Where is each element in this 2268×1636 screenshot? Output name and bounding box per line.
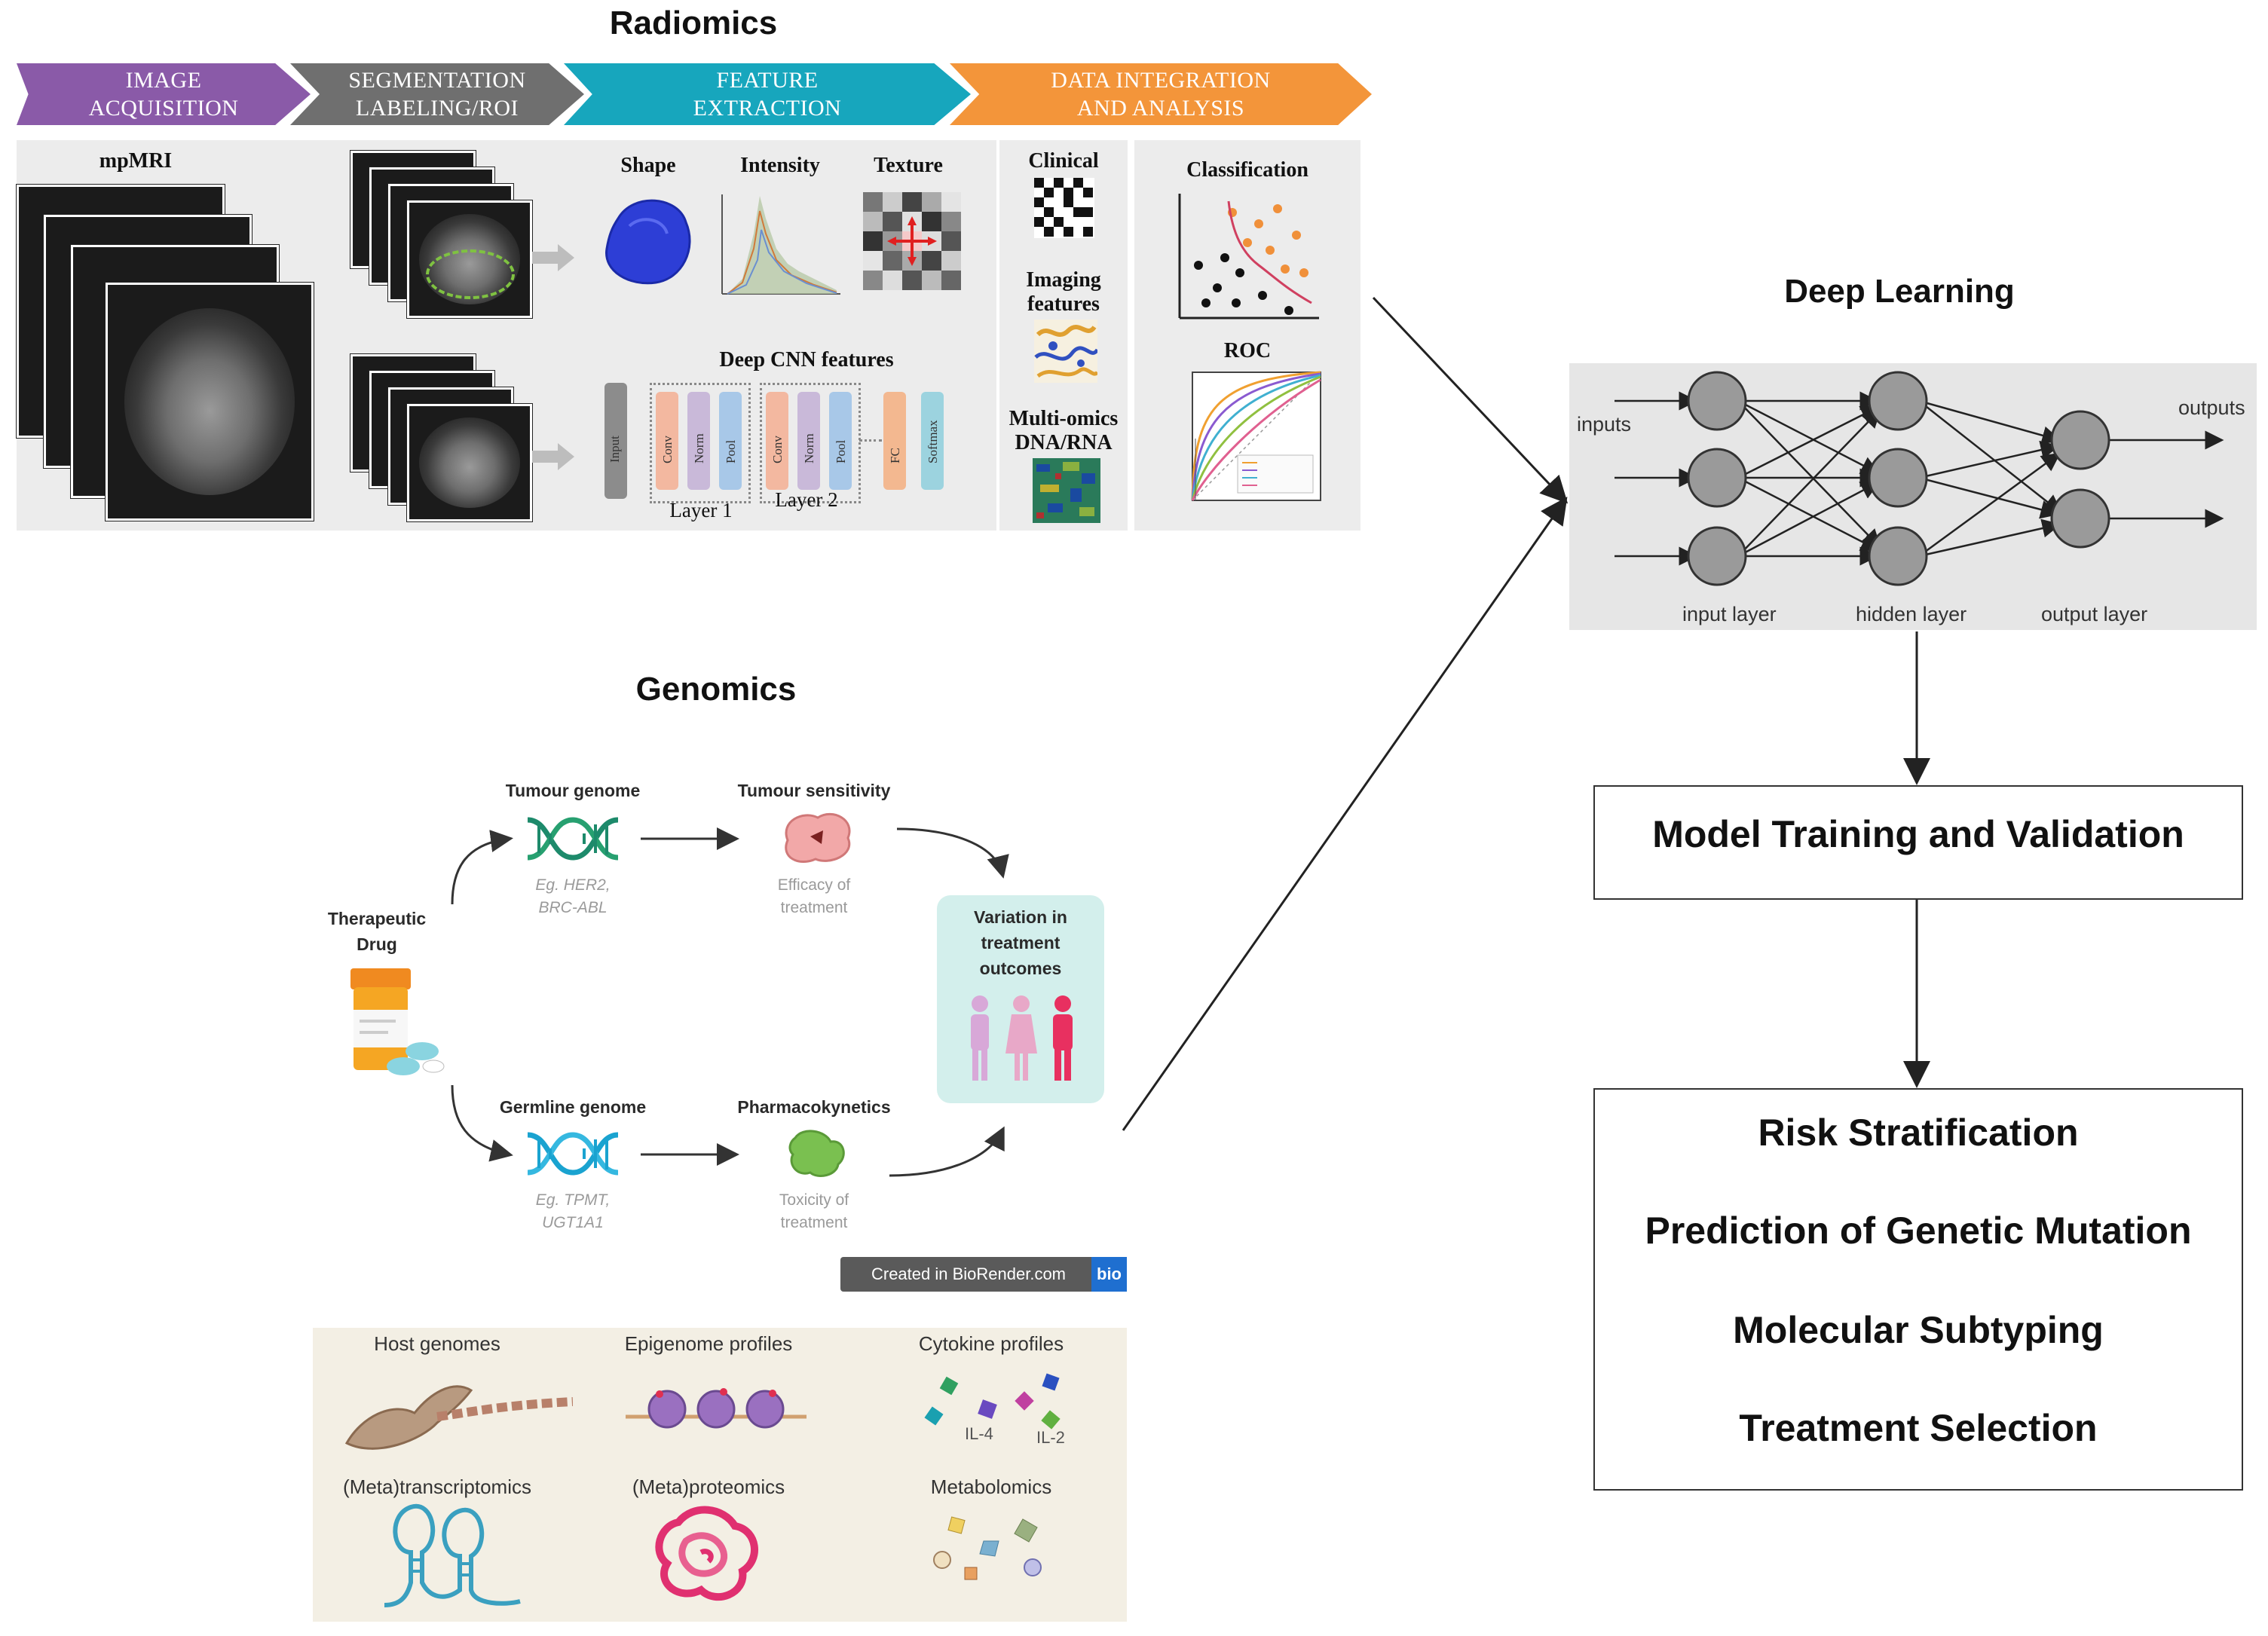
texture-grid-icon — [863, 192, 961, 290]
model-training-label: Model Training and Validation — [1652, 813, 2184, 855]
pharmacokinetics-sub: Toxicity of treatment — [779, 1191, 849, 1231]
biorender-created-text: Created in BioRender.com — [871, 1264, 1067, 1283]
outcome-molecular-subtyping: Molecular Subtyping — [1733, 1309, 2104, 1351]
layer-2-label: Layer 2 — [775, 488, 838, 511]
radiomics-arrows — [532, 244, 574, 470]
rna-hairpin-icon — [384, 1503, 521, 1607]
neural-network-diagram — [1615, 371, 2224, 586]
pipeline-step-image-acquisition: IMAGE ACQUISITION — [17, 63, 311, 125]
outcome-risk-stratification: Risk Stratification — [1758, 1112, 2079, 1154]
cnn-block-softmax: Softmax — [921, 392, 944, 490]
cnn-block-pool-1: Pool — [719, 392, 742, 490]
outcome-treatment-selection: Treatment Selection — [1739, 1407, 2098, 1449]
outcomes-box: Risk Stratification Prediction of Geneti… — [1593, 1088, 2243, 1491]
germline-genome-label: Germline genome — [499, 1097, 647, 1117]
omics-label-cytokine: Cytokine profiles — [918, 1332, 1064, 1355]
metabolite-icon — [933, 1516, 1042, 1580]
deep-learning-title: Deep Learning — [1784, 273, 2015, 310]
omics-label-epigenome: Epigenome profiles — [624, 1332, 793, 1355]
nn-output-layer-label: output layer — [2041, 603, 2148, 625]
cytokine-icon — [924, 1373, 1061, 1430]
protein-icon — [655, 1506, 758, 1601]
tumour-icon — [785, 813, 851, 864]
omics-label-host-genomes: Host genomes — [374, 1332, 500, 1355]
cnn-block-fc: FC — [883, 392, 906, 490]
tumour-dna-icon — [527, 817, 619, 861]
roc-label: ROC — [1223, 339, 1272, 362]
multi-omics-label: Multi-omics DNA/RNA — [1009, 407, 1119, 454]
tumour-genome-label: Tumour genome — [505, 781, 641, 800]
tumour-sensitivity-sub: Efficacy of treatment — [777, 876, 851, 916]
outcome-genetic-mutation: Prediction of Genetic Mutation — [1645, 1209, 2192, 1252]
classification-label: Classification — [1186, 158, 1308, 182]
liver-icon — [788, 1130, 845, 1177]
chromosome-icon — [344, 1385, 573, 1450]
therapeutic-drug-label: Therapeutic Drug — [327, 909, 427, 954]
variation-label: Variation in treatment outcomes — [974, 907, 1067, 978]
imaging-features-label: Imaging features — [1026, 268, 1101, 316]
cnn-block-input: Input — [604, 383, 627, 499]
imaging-features-icon — [1034, 320, 1097, 383]
shape-blob-icon — [605, 199, 691, 285]
pipeline-step-feature-extraction: FEATURE EXTRACTION — [564, 63, 971, 125]
nn-outputs-label: outputs — [2178, 396, 2245, 419]
people-icon — [971, 995, 1073, 1081]
pipeline-step-segmentation: SEGMENTATION LABELING/ROI — [290, 63, 584, 125]
cnn-block-conv-1: Conv — [656, 392, 678, 490]
omics-panel — [313, 1328, 1127, 1622]
cnn-block-norm-1: Norm — [687, 392, 710, 490]
roc-curve-icon — [1191, 371, 1321, 501]
clinical-label: Clinical — [1028, 149, 1099, 173]
omics-label-metabolomics: Metabolomics — [930, 1475, 1052, 1498]
biorender-bio-badge: bio — [1091, 1257, 1127, 1292]
tumour-genome-examples: Eg. HER2, BRC-ABL — [535, 876, 611, 916]
cnn-block-norm-2: Norm — [797, 392, 820, 490]
tumour-sensitivity-label: Tumour sensitivity — [737, 781, 891, 800]
epigenome-icon — [626, 1388, 807, 1429]
texture-label: Texture — [874, 154, 943, 177]
pharmacokinetics-label: Pharmacokynetics — [737, 1097, 891, 1117]
nn-inputs-label: inputs — [1577, 413, 1632, 436]
il4-label: IL-4 — [965, 1424, 993, 1443]
genomics-title: Genomics — [635, 671, 797, 708]
omics-label-proteomics: (Meta)proteomics — [632, 1475, 785, 1498]
pill-bottle-icon — [350, 968, 445, 1075]
omics-label-transcriptomics: (Meta)transcriptomics — [343, 1475, 531, 1498]
germline-dna-icon — [527, 1132, 619, 1176]
nn-input-layer-label: input layer — [1682, 603, 1777, 625]
cnn-block-conv-2: Conv — [766, 392, 788, 490]
model-training-box: Model Training and Validation — [1593, 785, 2243, 900]
classification-scatter-icon — [1178, 194, 1319, 320]
germline-genome-examples: Eg. TPMT, UGT1A1 — [535, 1191, 611, 1231]
layer-1-label: Layer 1 — [669, 499, 733, 521]
mpmri-label: mpMRI — [99, 149, 173, 173]
multi-omics-heatmap-icon — [1033, 458, 1100, 523]
biorender-badge — [840, 1257, 1127, 1292]
nn-hidden-layer-label: hidden layer — [1856, 603, 1967, 625]
cnn-features-label: Deep CNN features — [719, 348, 894, 372]
pipeline-step-data-integration: DATA INTEGRATION AND ANALYSIS — [950, 63, 1372, 125]
clinical-matrix-icon — [1034, 178, 1094, 238]
intensity-histogram-icon — [721, 194, 840, 295]
radiomics-title: Radiomics — [609, 5, 778, 41]
shape-label: Shape — [620, 154, 676, 177]
genomics-flow-arrows — [451, 827, 1009, 1177]
il2-label: IL-2 — [1036, 1428, 1065, 1447]
intensity-label: Intensity — [740, 154, 820, 177]
cnn-block-pool-2: Pool — [829, 392, 852, 490]
